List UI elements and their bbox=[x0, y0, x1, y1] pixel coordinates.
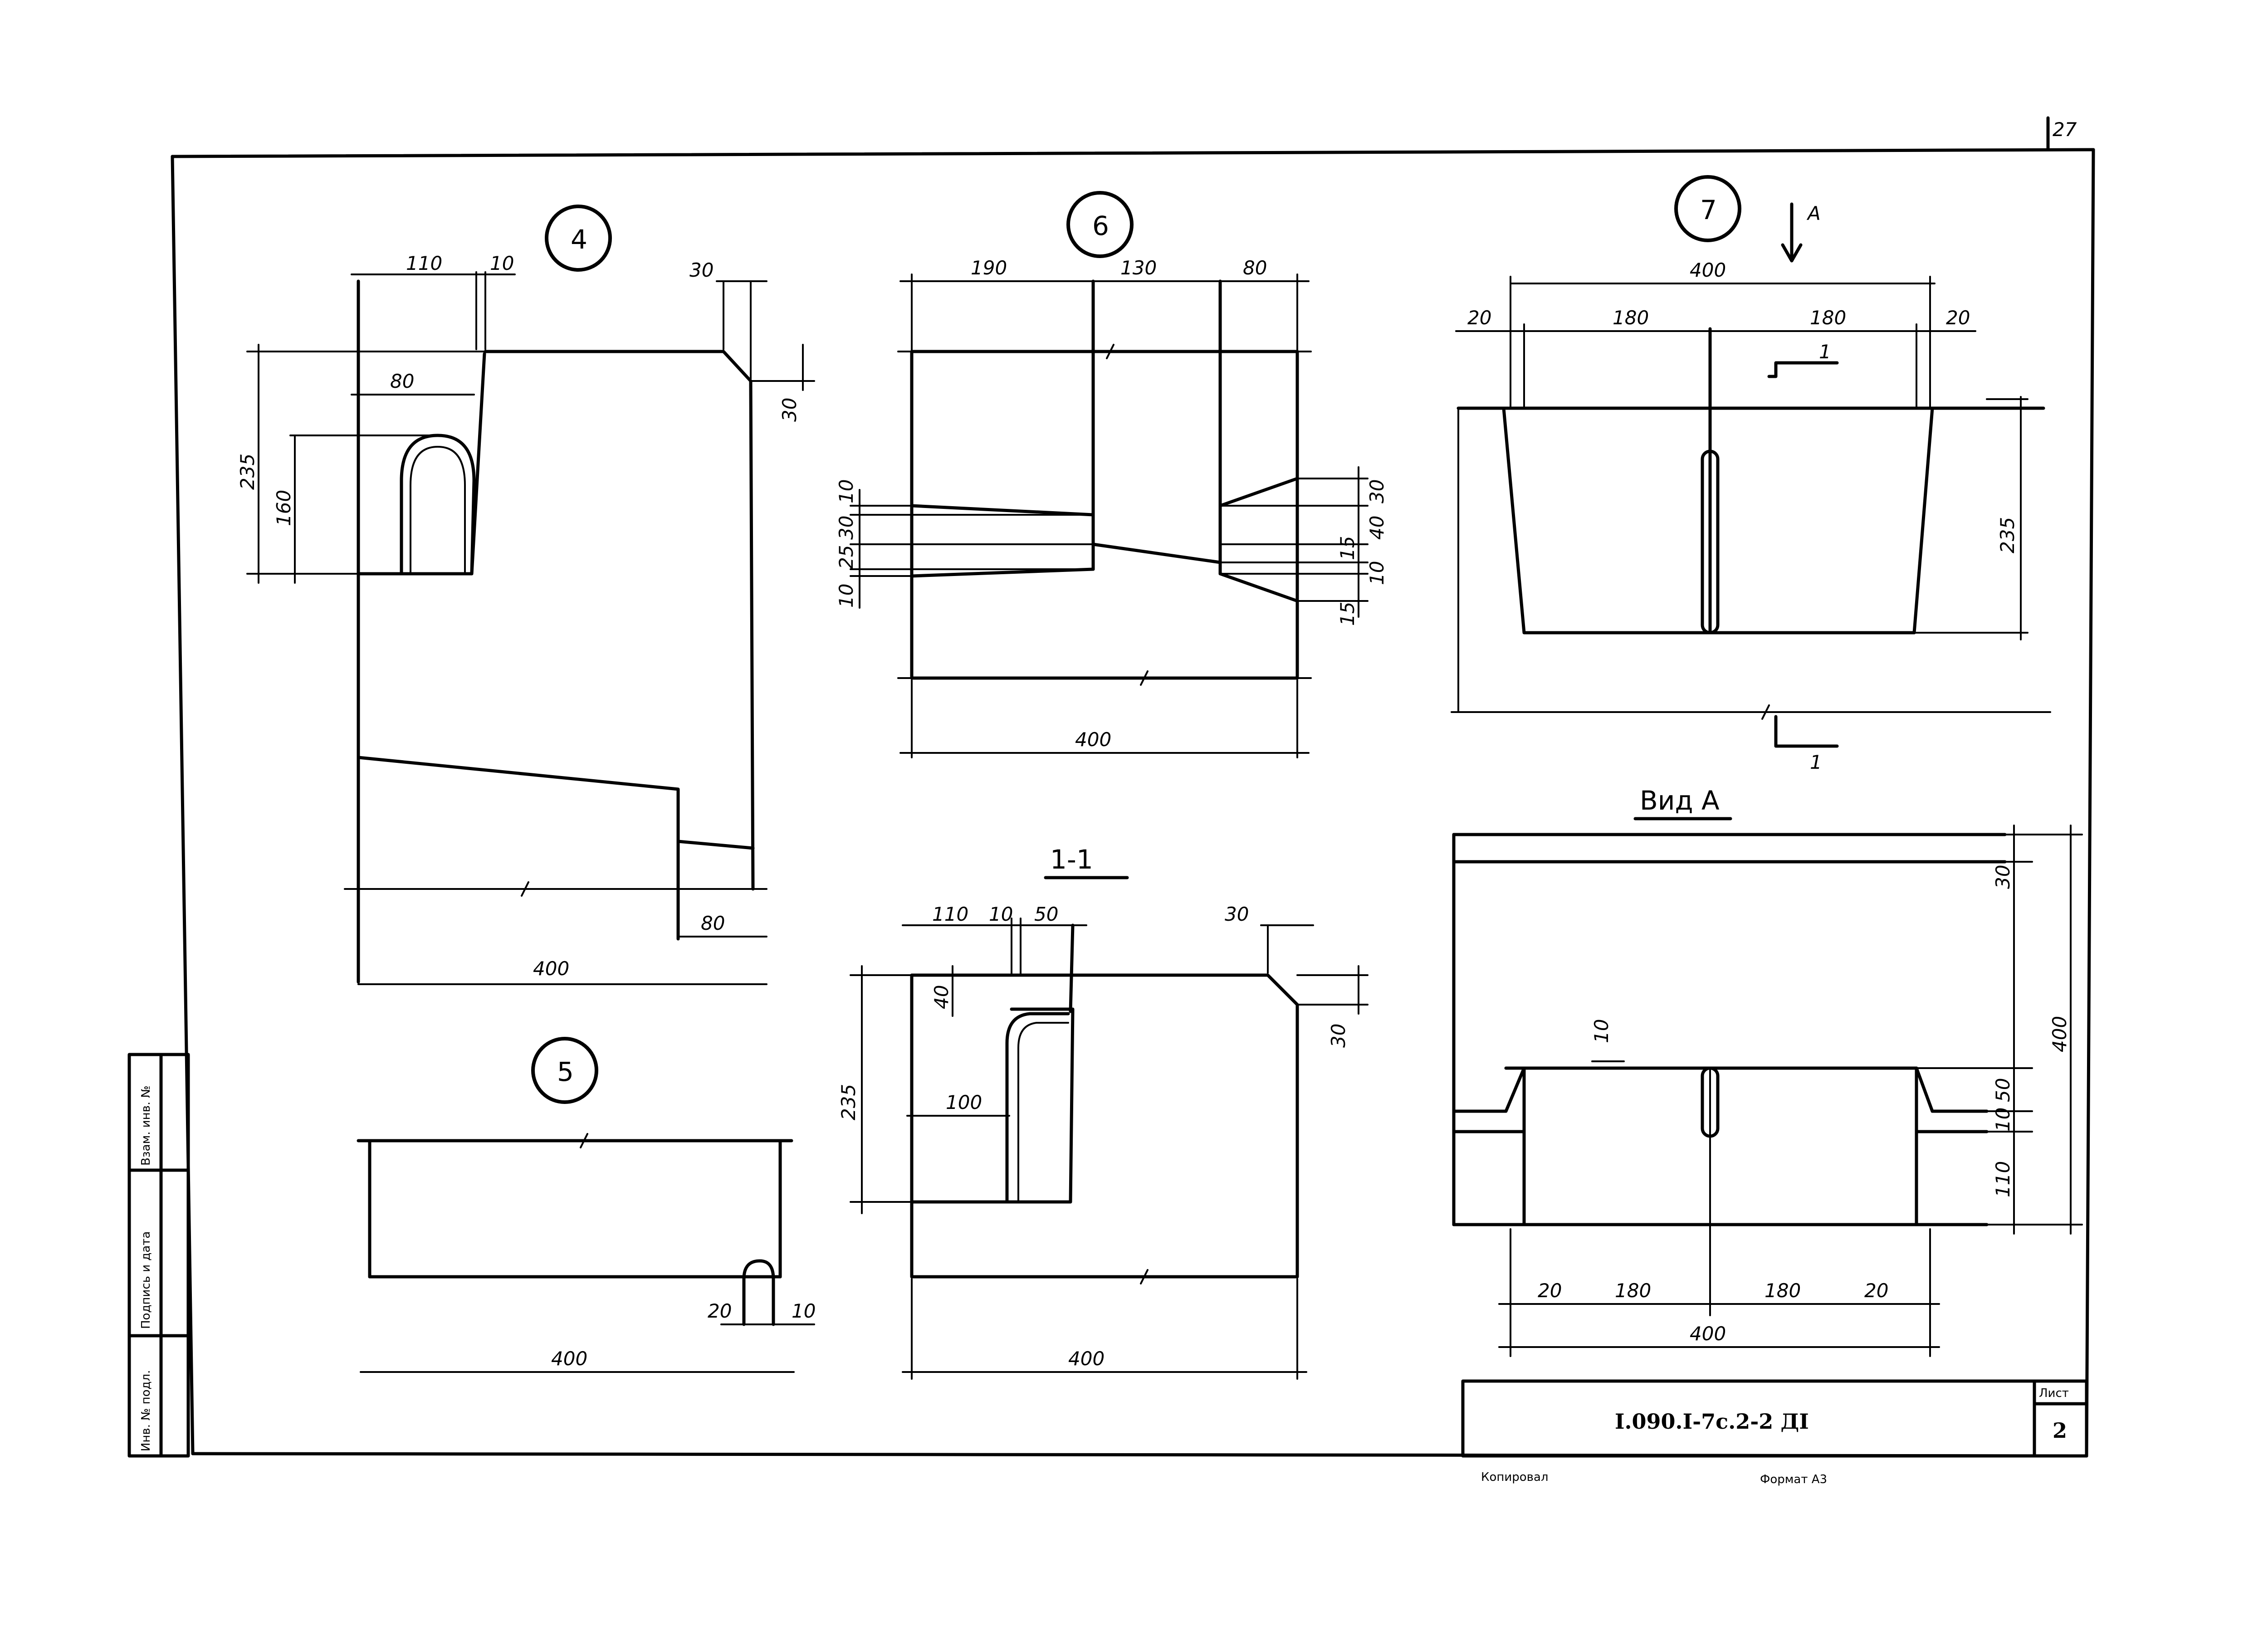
stamp-inv-podl: Инв. № подл. bbox=[139, 1370, 153, 1451]
va-dim-30: 30 bbox=[1992, 865, 2014, 889]
va-dim-50: 50 bbox=[1992, 1078, 2014, 1102]
view-arrow-label: А bbox=[1806, 202, 1821, 225]
detail-7-marker bbox=[1674, 175, 1741, 242]
sheet-number: 2 bbox=[2053, 1418, 2067, 1443]
detail-7-number: 7 bbox=[1700, 195, 1717, 225]
section-1-1: 1-1 235 100 40 110 10 50 30 30 400 bbox=[837, 844, 1369, 1380]
s11-dim-30-right: 30 bbox=[1327, 1024, 1349, 1048]
d7-dim-20-left: 20 bbox=[1467, 307, 1491, 329]
va-dim-10-top: 10 bbox=[1590, 1019, 1613, 1043]
stamp-vzam-inv: Взам. инв. № bbox=[139, 1085, 153, 1166]
footer-format: Формат А3 bbox=[1760, 1473, 1827, 1486]
d4-dim-110: 110 bbox=[406, 252, 442, 274]
d4-dim-80-bottom: 80 bbox=[701, 912, 725, 934]
s11-dim-235: 235 bbox=[837, 1084, 860, 1120]
d6-dim-80: 80 bbox=[1243, 257, 1267, 279]
d6-dim-10-b: 10 bbox=[835, 584, 857, 608]
detail-6-number: 6 bbox=[1092, 210, 1109, 241]
detail-6-marker bbox=[1066, 191, 1134, 258]
d6-dim-15-b: 15 bbox=[1336, 602, 1359, 626]
view-a-title: Вид А bbox=[1640, 785, 1720, 816]
d4-dim-30-top: 30 bbox=[689, 259, 714, 281]
d7-dim-180-right: 180 bbox=[1810, 307, 1846, 329]
d5-dim-10: 10 bbox=[792, 1300, 816, 1322]
detail-5: 5 400 20 10 bbox=[357, 1037, 816, 1373]
d6-dim-30-left: 30 bbox=[835, 516, 857, 540]
s11-dim-40: 40 bbox=[930, 985, 953, 1009]
s11-dim-400: 400 bbox=[1068, 1348, 1105, 1370]
d4-dim-235: 235 bbox=[236, 454, 259, 490]
d5-dim-20: 20 bbox=[708, 1300, 732, 1322]
drawing-code: I.090.I-7c.2-2 ДI bbox=[1615, 1409, 1809, 1434]
detail-7: 7 А 400 20 180 180 20 235 1 1 bbox=[1451, 175, 2051, 773]
page-number: 27 bbox=[2053, 118, 2077, 141]
d4-dim-10: 10 bbox=[490, 252, 514, 274]
va-dim-20-left: 20 bbox=[1538, 1279, 1562, 1302]
d4-dim-160: 160 bbox=[273, 490, 295, 526]
d6-dim-30-right: 30 bbox=[1366, 479, 1388, 503]
d7-dim-400-top: 400 bbox=[1690, 259, 1726, 281]
d6-dim-25: 25 bbox=[835, 545, 857, 569]
va-dim-110: 110 bbox=[1992, 1161, 2014, 1197]
s11-dim-100: 100 bbox=[946, 1091, 982, 1113]
d5-dim-400: 400 bbox=[551, 1348, 587, 1370]
detail-5-marker bbox=[531, 1037, 598, 1104]
d6-dim-40: 40 bbox=[1366, 516, 1388, 540]
title-block: I.090.I-7c.2-2 ДI Лист 2 Копировал Форма… bbox=[1461, 1379, 2088, 1486]
detail-4-marker bbox=[545, 205, 612, 272]
cut-label-top: 1 bbox=[1819, 341, 1831, 363]
d4-dim-30-right: 30 bbox=[778, 398, 801, 422]
detail-5-number: 5 bbox=[557, 1056, 574, 1087]
va-dim-400-bottom: 400 bbox=[1690, 1323, 1726, 1345]
va-dim-180-left: 180 bbox=[1615, 1279, 1651, 1302]
section-1-1-title: 1-1 bbox=[1050, 844, 1093, 875]
detail-6: 6 400 190 130 80 10 30 25 10 bbox=[835, 191, 1388, 758]
d4-dim-80-top: 80 bbox=[390, 370, 414, 392]
va-dim-400-right: 400 bbox=[2048, 1016, 2071, 1052]
va-dim-20-right: 20 bbox=[1864, 1279, 1888, 1302]
d6-dim-10-c: 10 bbox=[1366, 561, 1388, 585]
sheet-label: Лист bbox=[2039, 1387, 2069, 1400]
stamp-signature-date: Подпись и дата bbox=[139, 1231, 153, 1329]
side-stamp: Инв. № подл. Подпись и дата Взам. инв. № bbox=[127, 1053, 190, 1458]
footer-copied: Копировал bbox=[1481, 1470, 1549, 1484]
s11-dim-10: 10 bbox=[989, 903, 1013, 925]
sheet-frame: 27 bbox=[171, 116, 2095, 1458]
d7-dim-235: 235 bbox=[1996, 517, 2019, 553]
va-dim-10-right: 10 bbox=[1992, 1108, 2014, 1132]
d7-dim-180-left: 180 bbox=[1613, 307, 1649, 329]
d6-dim-15-a: 15 bbox=[1336, 536, 1359, 560]
s11-dim-110: 110 bbox=[932, 903, 968, 925]
d7-dim-20-right: 20 bbox=[1946, 307, 1970, 329]
cut-label-bottom: 1 bbox=[1810, 751, 1822, 773]
d6-dim-400: 400 bbox=[1075, 728, 1111, 751]
s11-dim-50: 50 bbox=[1034, 903, 1058, 925]
d6-dim-10-a: 10 bbox=[835, 479, 857, 503]
s11-dim-30-top: 30 bbox=[1225, 903, 1249, 925]
d6-dim-130: 130 bbox=[1120, 257, 1157, 279]
detail-4-number: 4 bbox=[571, 224, 587, 255]
view-a: Вид А 20 180 180 20 400 10 30 50 10 bbox=[1452, 785, 2083, 1357]
d6-dim-190: 190 bbox=[971, 257, 1007, 279]
va-dim-180-right: 180 bbox=[1765, 1279, 1801, 1302]
detail-4: 4 400 80 235 160 110 10 80 30 30 bbox=[236, 205, 815, 985]
d4-dim-400: 400 bbox=[533, 957, 569, 980]
